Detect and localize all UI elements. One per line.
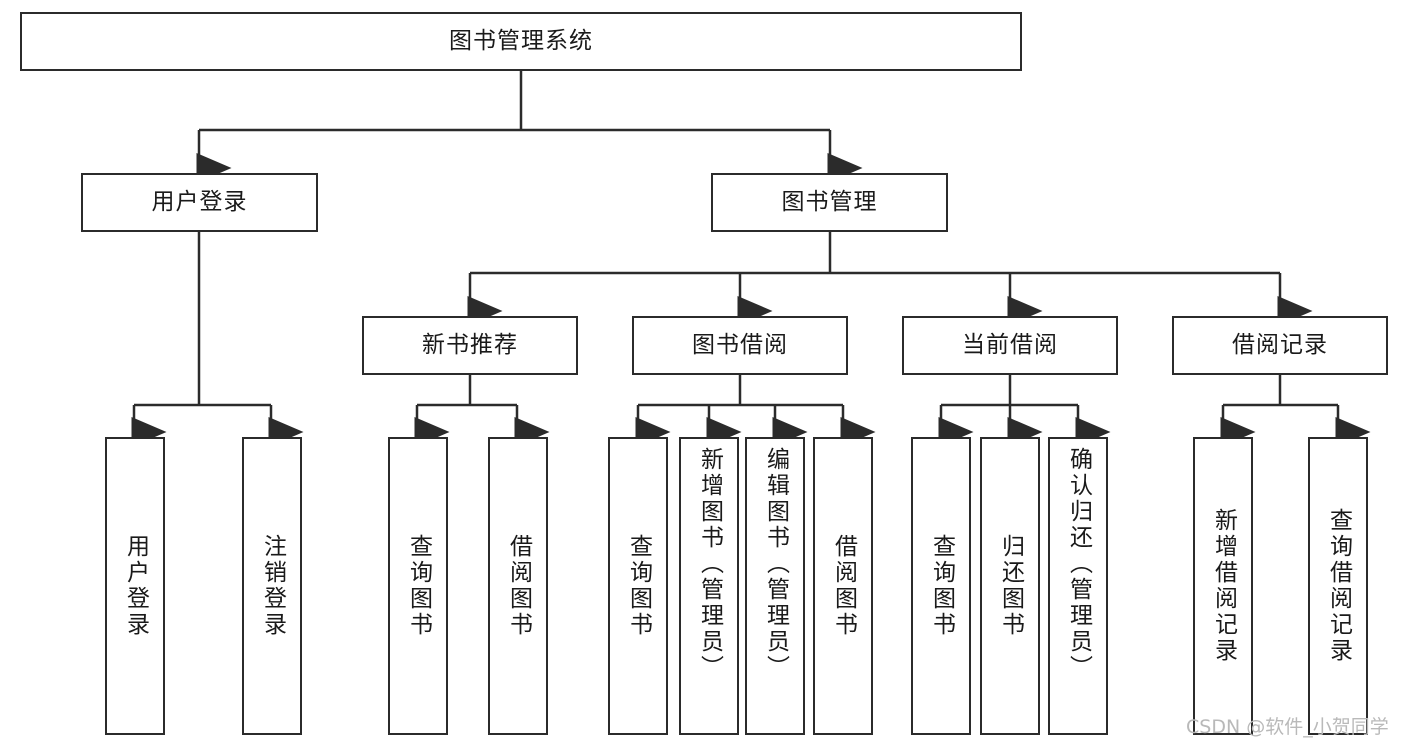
node-label: 借阅图书 (505, 534, 532, 638)
node-label: 查询图书 (625, 534, 652, 638)
leaf-book-borrow-add-book-admin[interactable]: 新增图书（管理员） (679, 437, 739, 735)
leaf-borrow-record-add-record[interactable]: 新增借阅记录 (1193, 437, 1253, 735)
leaf-user-login-logout[interactable]: 注销登录 (242, 437, 302, 735)
leaf-book-borrow-query-book[interactable]: 查询图书 (608, 437, 668, 735)
node-book-borrow[interactable]: 图书借阅 (632, 316, 848, 375)
node-label: 注销登录 (259, 534, 286, 638)
leaf-book-borrow-edit-book-admin[interactable]: 编辑图书（管理员） (745, 437, 805, 735)
node-label: 当前借阅 (962, 331, 1058, 358)
node-label: 归还图书 (997, 534, 1024, 638)
node-borrow-record[interactable]: 借阅记录 (1172, 316, 1388, 375)
leaf-new-book-borrow-book[interactable]: 借阅图书 (488, 437, 548, 735)
leaf-book-borrow-borrow-book[interactable]: 借阅图书 (813, 437, 873, 735)
node-label: 新增借阅记录 (1210, 508, 1237, 664)
leaf-current-borrow-query-book[interactable]: 查询图书 (911, 437, 971, 735)
node-label: 确认归还（管理员） (1065, 447, 1092, 681)
node-user-login[interactable]: 用户登录 (81, 173, 318, 232)
node-label: 借阅记录 (1232, 331, 1328, 358)
leaf-borrow-record-query-record[interactable]: 查询借阅记录 (1308, 437, 1368, 735)
node-label: 查询图书 (928, 534, 955, 638)
node-label: 图书管理 (781, 188, 878, 215)
leaf-new-book-query-book[interactable]: 查询图书 (388, 437, 448, 735)
node-label: 查询图书 (405, 534, 432, 638)
node-book-management[interactable]: 图书管理 (711, 173, 948, 232)
leaf-current-borrow-confirm-return-admin[interactable]: 确认归还（管理员） (1048, 437, 1108, 735)
node-label: 新书推荐 (422, 331, 518, 358)
node-label: 编辑图书（管理员） (762, 447, 789, 681)
node-label: 图书管理系统 (449, 27, 593, 54)
node-label: 用户登录 (151, 188, 248, 215)
node-label: 图书借阅 (692, 331, 788, 358)
leaf-current-borrow-return-book[interactable]: 归还图书 (980, 437, 1040, 735)
node-new-book-recommend[interactable]: 新书推荐 (362, 316, 578, 375)
node-label: 用户登录 (122, 534, 149, 638)
csdn-watermark: CSDN @软件_小贺同学 (1186, 716, 1389, 738)
node-root-library-system[interactable]: 图书管理系统 (20, 12, 1022, 71)
node-current-borrow[interactable]: 当前借阅 (902, 316, 1118, 375)
node-label: 借阅图书 (830, 534, 857, 638)
node-label: 查询借阅记录 (1325, 508, 1352, 664)
node-label: 新增图书（管理员） (696, 447, 723, 681)
leaf-user-login-login[interactable]: 用户登录 (105, 437, 165, 735)
